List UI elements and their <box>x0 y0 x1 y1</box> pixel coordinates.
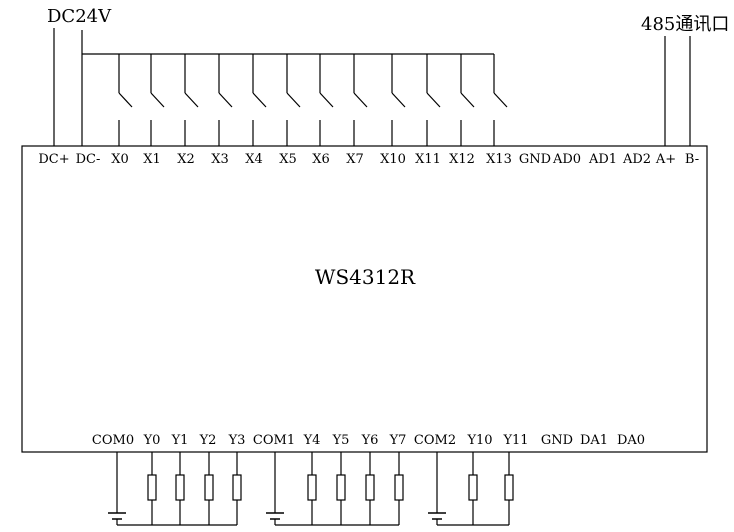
terminal-label-top: B- <box>685 152 699 167</box>
load-resistor <box>204 474 214 501</box>
module-box <box>21 145 708 453</box>
terminal-label-top: X1 <box>143 152 161 167</box>
terminal-label-top: AD0 <box>552 152 581 167</box>
switch-contact <box>460 92 475 108</box>
switch-contact <box>218 92 233 108</box>
terminal-label-top: X4 <box>245 152 263 167</box>
terminal-label-bottom: Y11 <box>502 433 528 448</box>
terminal-label-top: X3 <box>211 152 229 167</box>
terminal-label-top: X5 <box>279 152 297 167</box>
switch-contact <box>184 92 199 108</box>
module-name: WS4312R <box>315 265 416 289</box>
load-resistor <box>175 474 185 501</box>
terminal-label-bottom: Y7 <box>389 433 407 448</box>
terminal-label-top: X0 <box>111 152 129 167</box>
terminal-label-top: X13 <box>486 152 512 167</box>
switch-contact <box>353 92 368 108</box>
switch-contact <box>286 92 301 108</box>
terminal-label-top: X7 <box>346 152 364 167</box>
load-resistor <box>394 474 404 501</box>
terminal-label-bottom: Y1 <box>171 433 189 448</box>
terminal-label-top: GND <box>519 152 551 167</box>
terminal-label-bottom: Y5 <box>332 433 350 448</box>
terminal-label-bottom: DA0 <box>617 433 645 448</box>
load-resistor <box>365 474 375 501</box>
terminal-label-top: X12 <box>449 152 475 167</box>
terminal-label-bottom: COM1 <box>253 433 295 448</box>
load-resistor <box>147 474 157 501</box>
terminal-label-top: X10 <box>380 152 406 167</box>
switch-contact <box>426 92 441 108</box>
terminal-label-bottom: Y6 <box>361 433 379 448</box>
terminal-label-top: AD1 <box>588 152 617 167</box>
load-resistor <box>336 474 346 501</box>
load-resistor <box>504 474 514 501</box>
supply-label: DC24V <box>47 6 112 27</box>
comm-port-label: 485通讯口 <box>641 14 729 35</box>
terminal-label-bottom: Y0 <box>143 433 161 448</box>
switch-contact <box>118 92 133 108</box>
load-resistor <box>468 474 478 501</box>
terminal-label-bottom: DA1 <box>580 433 608 448</box>
switch-contact <box>391 92 406 108</box>
terminal-label-bottom: COM0 <box>92 433 134 448</box>
terminal-label-bottom: GND <box>541 433 573 448</box>
terminal-label-top: DC- <box>76 152 101 167</box>
terminal-label-top: A+ <box>655 152 676 167</box>
switch-contact <box>493 92 508 108</box>
terminal-label-bottom: Y3 <box>228 433 246 448</box>
terminal-label-top: X6 <box>312 152 330 167</box>
terminal-label-top: DC+ <box>38 152 69 167</box>
terminal-label-top: X11 <box>415 152 441 167</box>
terminal-label-bottom: Y2 <box>199 433 217 448</box>
terminal-label-bottom: COM2 <box>414 433 456 448</box>
load-resistor <box>232 474 242 501</box>
switch-contact <box>150 92 165 108</box>
switch-contact <box>319 92 334 108</box>
terminal-label-top: X2 <box>177 152 195 167</box>
switch-contact <box>252 92 267 108</box>
terminal-label-bottom: Y10 <box>466 433 492 448</box>
terminal-label-top: AD2 <box>622 152 651 167</box>
load-resistor <box>307 474 317 501</box>
terminal-label-bottom: Y4 <box>303 433 321 448</box>
